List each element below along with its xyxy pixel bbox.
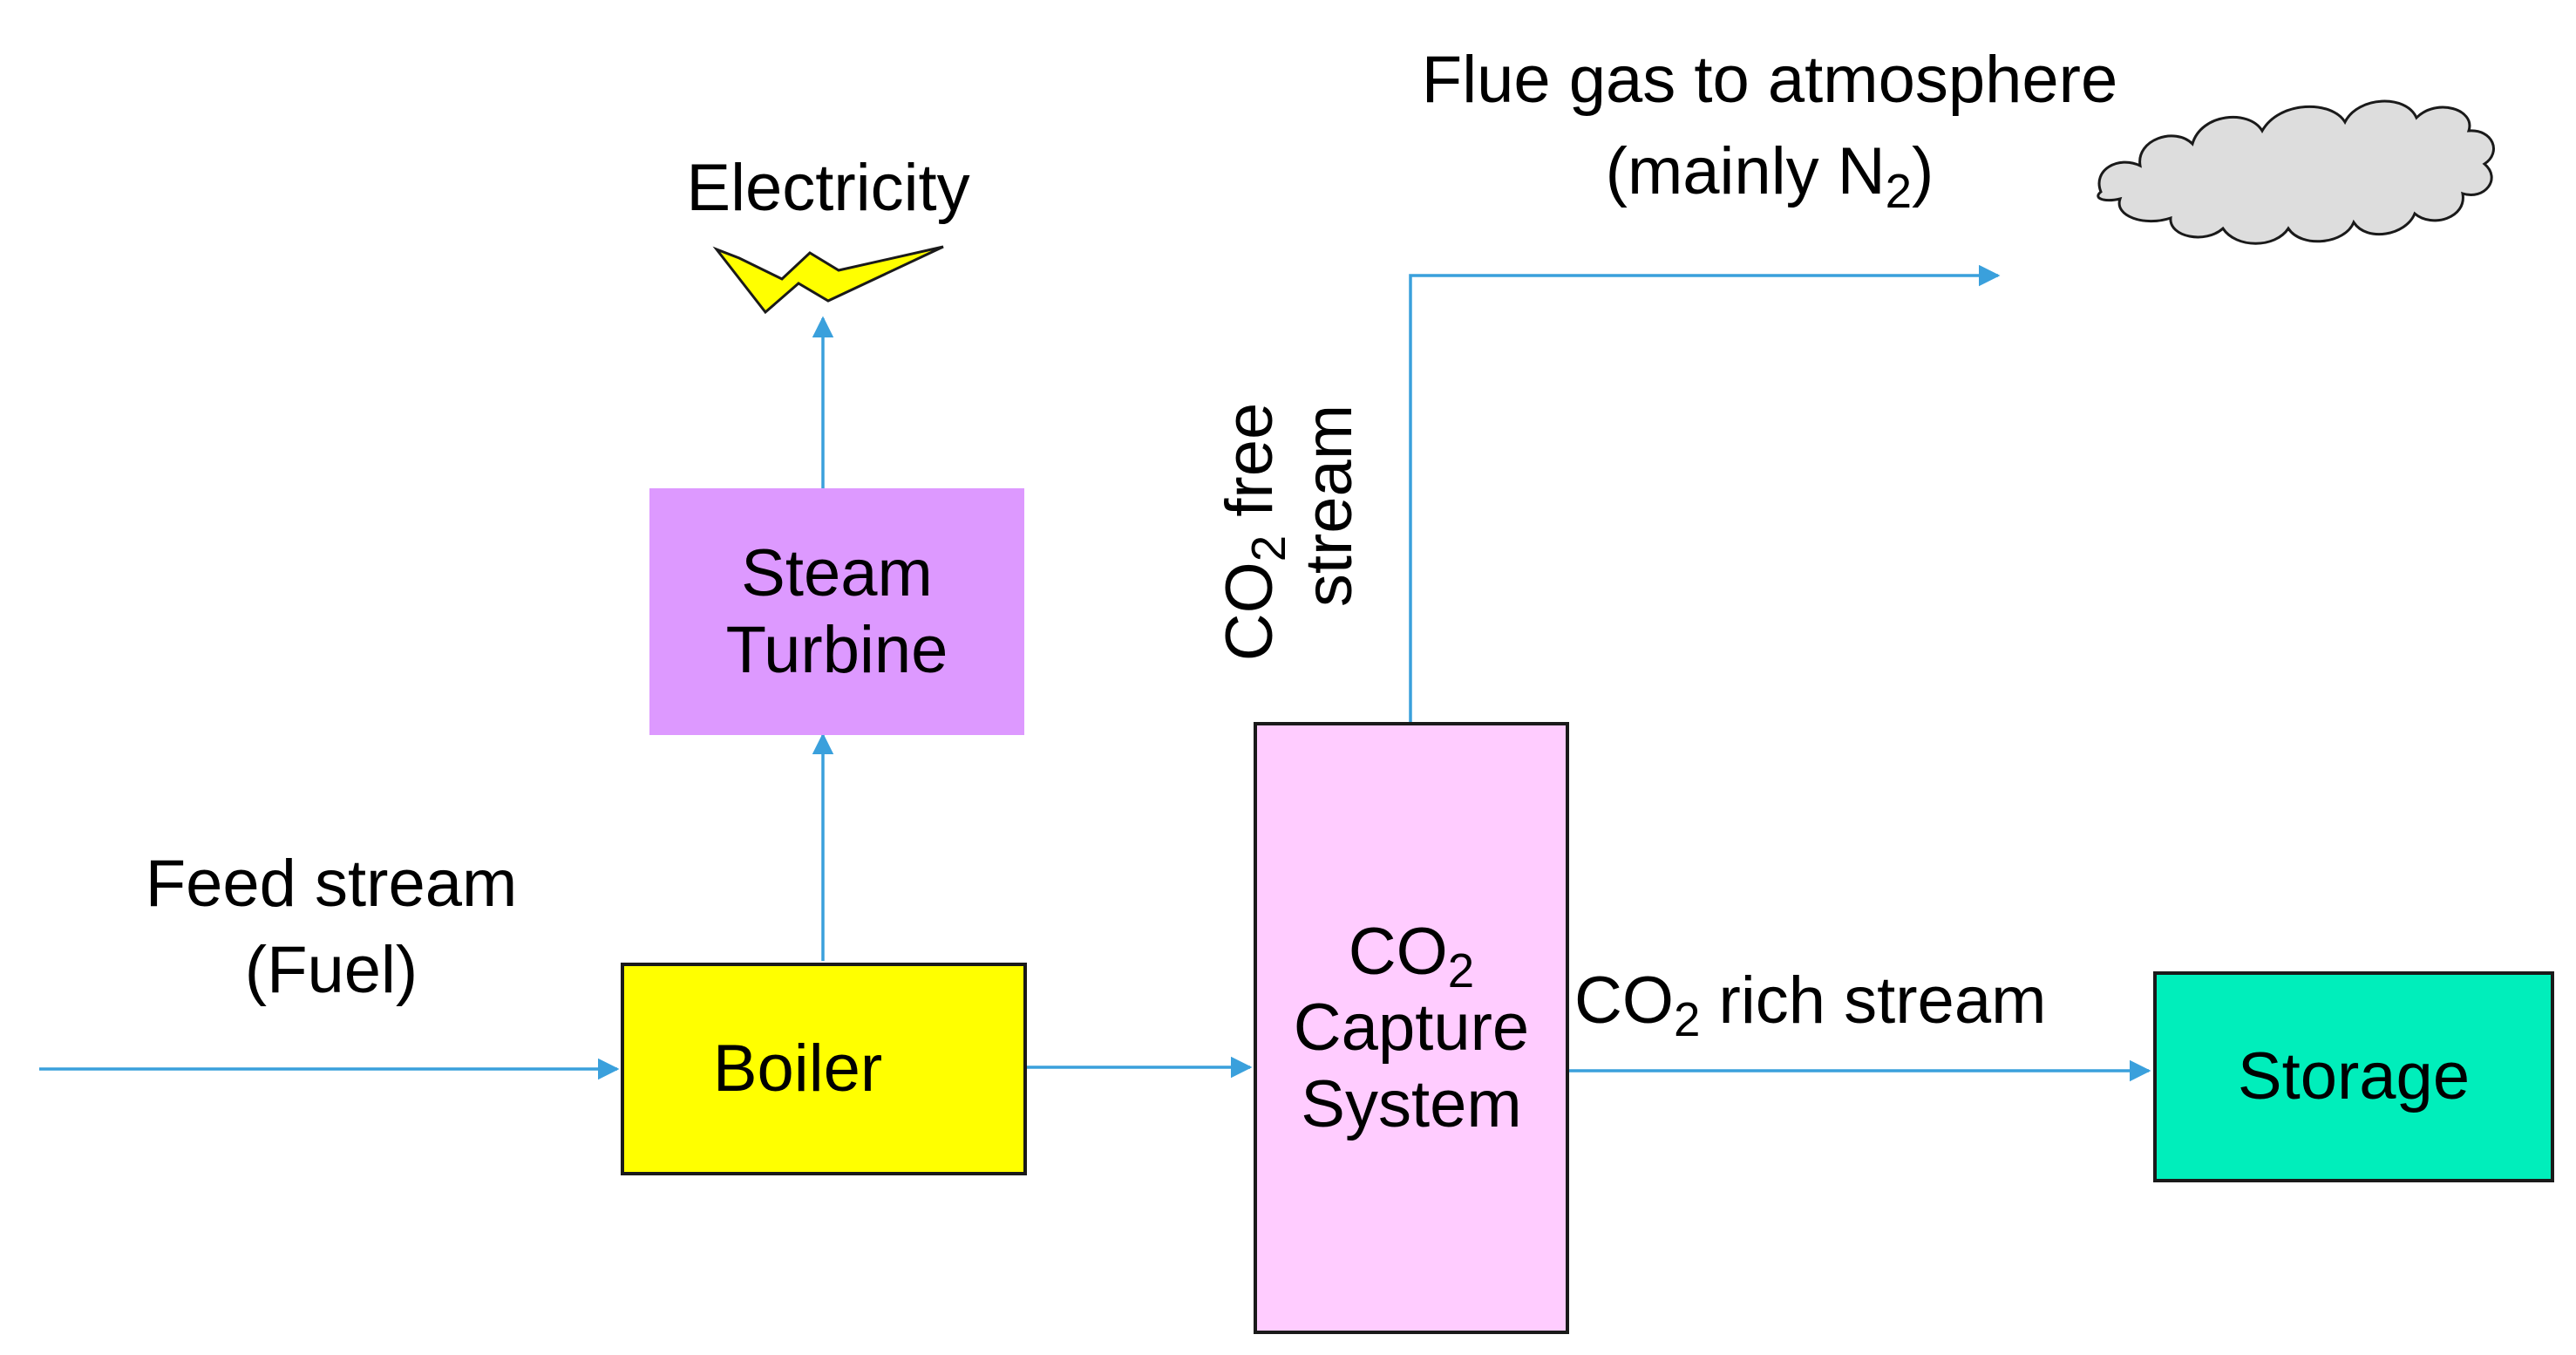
- flue-gas-label: Flue gas to atmosphere (mainly N2): [1325, 42, 2214, 218]
- storage-label: Storage: [2237, 1039, 2471, 1114]
- co2-free-stream-label-line2: stream: [1292, 404, 1367, 608]
- co2-capture-system-box: CO2 Capture System: [1254, 722, 1569, 1334]
- steam-turbine-box: Steam Turbine: [649, 488, 1024, 735]
- co2-free-stream-label: CO2 free stream: [1210, 375, 1369, 689]
- cloud-icon: [2097, 99, 2495, 245]
- steam-turbine-label-line1: Steam: [741, 536, 933, 611]
- co2-rich-stream-label: CO2 rich stream: [1574, 963, 2047, 1047]
- co2-free-stream-label-line1: CO2 free: [1213, 402, 1296, 662]
- feed-stream-label: Feed stream (Fuel): [105, 846, 558, 1009]
- steam-turbine-label-line2: Turbine: [725, 612, 948, 687]
- feed-stream-label-line2: (Fuel): [244, 933, 418, 1008]
- co2-free-stream-arrow: [1409, 264, 2001, 724]
- feed-stream-label-line1: Feed stream: [145, 847, 518, 921]
- flue-gas-label-line2: (mainly N2): [1605, 134, 1934, 218]
- boiler-box: Boiler: [621, 963, 1027, 1175]
- co2-capture-label-line2: Capture: [1293, 991, 1530, 1066]
- flue-gas-label-line1: Flue gas to atmosphere: [1421, 43, 2118, 117]
- electricity-label: Electricity: [686, 151, 970, 225]
- lightning-bolt-icon: [712, 245, 944, 315]
- storage-box: Storage: [2153, 971, 2554, 1182]
- co2-capture-label-line1: CO2: [1348, 914, 1475, 998]
- co2-capture-label-line3: System: [1301, 1066, 1522, 1141]
- boiler-label: Boiler: [712, 1032, 883, 1106]
